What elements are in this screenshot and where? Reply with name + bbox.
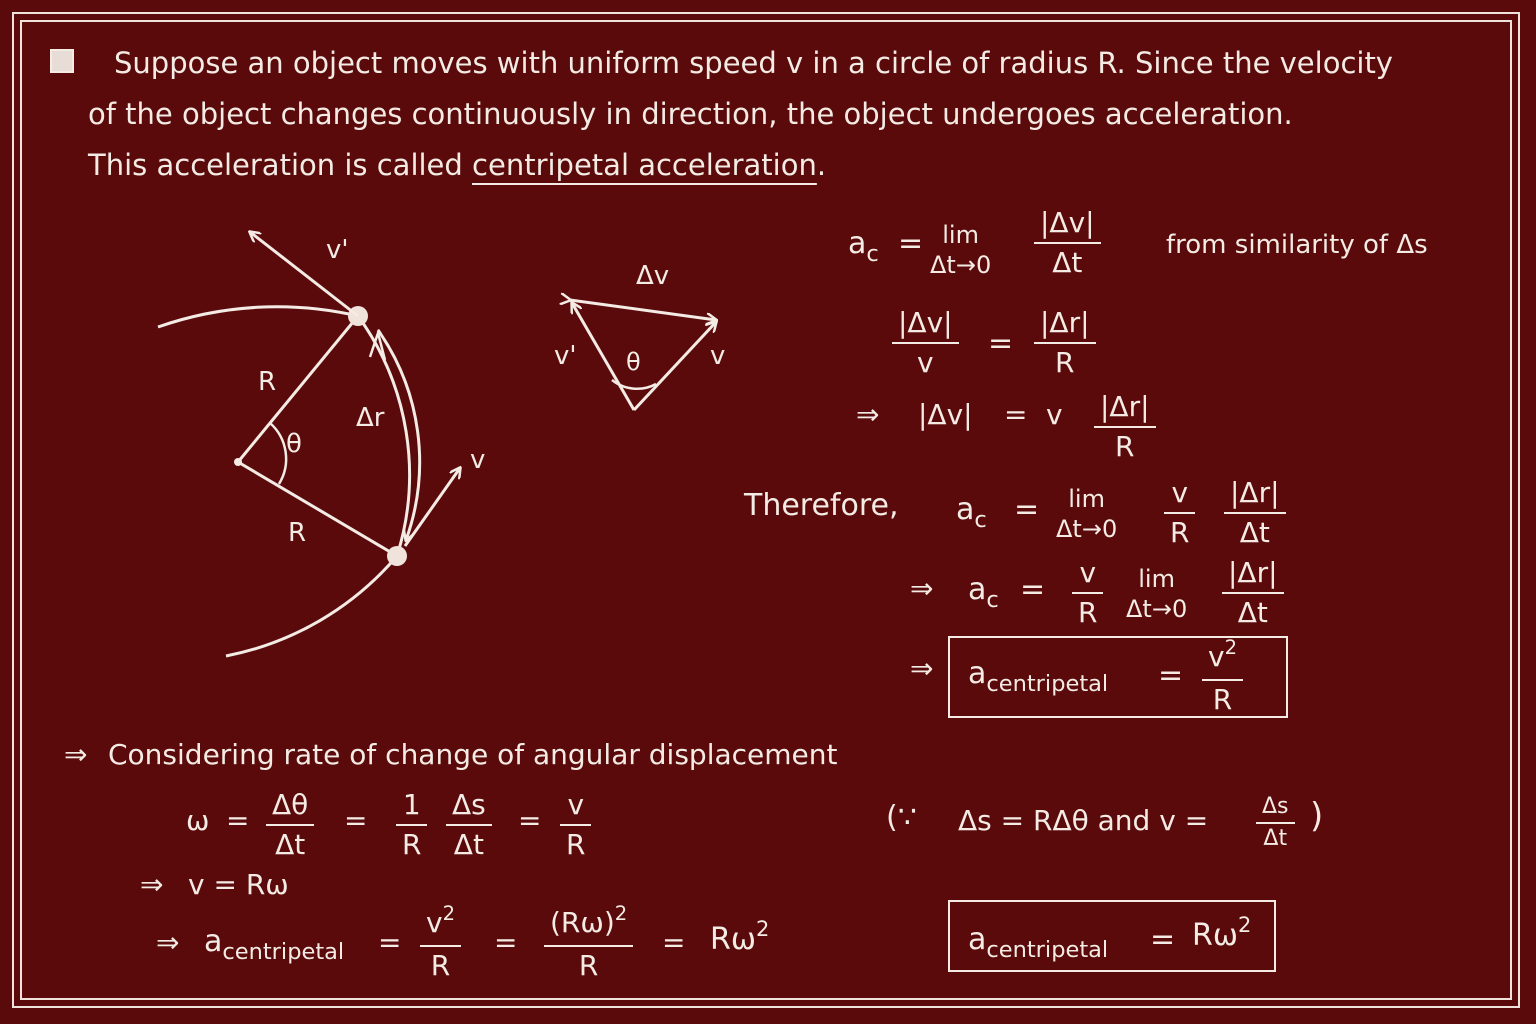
theta-arc (269, 422, 288, 485)
delta-r-arc (376, 329, 422, 540)
acc-equals-1: = (378, 926, 402, 959)
inner-border (20, 20, 1512, 1000)
triangle-v-side (632, 322, 716, 412)
intro-line-1: Suppose an object moves with uniform spe… (114, 46, 1393, 80)
omega-equals-3: = (518, 804, 542, 837)
final-equals: = (1150, 922, 1176, 957)
eq4-equals: = (1014, 492, 1040, 527)
eq2-equals: = (988, 326, 1014, 361)
velocity-vector (403, 468, 460, 547)
eq3-arrow: ⇒ (856, 398, 880, 431)
angular-heading: Considering rate of change of angular di… (108, 738, 838, 771)
acc-arrow: ⇒ (156, 926, 180, 959)
since-note-text: Δs = RΔθ and v = (958, 804, 1209, 837)
label-R-top: R (258, 367, 276, 397)
eq6-arrow: ⇒ (910, 652, 934, 685)
eq1-lhs: ac (848, 226, 879, 267)
eq1-note: from similarity of Δs (1166, 230, 1428, 260)
eq5-lhs: ac (968, 572, 999, 613)
intro-line-3-suffix: . (816, 148, 827, 182)
radius-top (236, 315, 360, 463)
eq5-fraction-dr-over-dt: |Δr|Δt (1222, 556, 1284, 630)
center-point (234, 458, 242, 466)
radius-bottom (237, 460, 398, 558)
final-formula-box (948, 900, 1276, 972)
eq6-equals: = (1158, 658, 1184, 693)
label-theta: θ (286, 429, 302, 459)
final-rhs: Rω2 (1192, 913, 1252, 953)
triangle-label-v-prime: v' (554, 341, 577, 371)
object-point-bottom (387, 546, 407, 566)
therefore-label: Therefore, (744, 488, 899, 523)
since-note-close: ) (1310, 796, 1324, 836)
omega-symbol: ω (186, 804, 210, 837)
eq4-fraction-dr-over-dt: |Δr|Δt (1224, 476, 1286, 550)
intro-line-2: of the object changes continuously in di… (88, 97, 1293, 131)
label-delta-r: Δr (356, 403, 385, 433)
acc-r-omega-squared: Rω2 (710, 917, 770, 957)
triangle-label-v: v (710, 341, 725, 371)
label-R-bottom: R (288, 518, 306, 548)
outer-border (12, 12, 1520, 1008)
triangle-label-theta: θ (626, 348, 641, 376)
centripetal-acceleration-term: centripetal acceleration (472, 148, 817, 182)
eq3-equals: = (1004, 398, 1028, 431)
triangle-label-delta-v: Δv (636, 261, 669, 291)
intro-line-3: This acceleration is called centripetal … (88, 140, 1508, 191)
eq2-left-fraction: |Δv|v (892, 306, 959, 380)
intro-paragraph: Suppose an object moves with uniform spe… (88, 38, 1508, 191)
eq6-lhs: acentripetal (968, 656, 1109, 697)
eq3-v: v (1046, 398, 1063, 431)
centripetal-formula-box (948, 636, 1288, 718)
final-lhs: acentripetal (968, 922, 1109, 963)
eq1-fraction: |Δv|Δt (1034, 206, 1101, 280)
v-rw-arrow: ⇒ (140, 868, 164, 901)
omega-equals-2: = (344, 804, 368, 837)
bullet-square-icon (50, 49, 74, 73)
eq1-equals: = (898, 226, 924, 261)
acc-equals-2: = (494, 926, 518, 959)
triangle-v-prime-side (572, 303, 636, 411)
intro-line-3-prefix: This acceleration is called (88, 148, 473, 182)
label-v: v (470, 445, 485, 475)
circle-arc (157, 305, 412, 658)
eq3-fraction: |Δr|R (1094, 390, 1156, 464)
eq2-right-fraction: |Δr|R (1034, 306, 1096, 380)
eq5-equals: = (1020, 572, 1046, 607)
omega-equals-1: = (226, 804, 250, 837)
eq3-lhs: |Δv| (918, 398, 973, 431)
since-note-open: (∵ (886, 800, 917, 835)
label-v-prime: v' (326, 235, 349, 265)
acc-equals-3: = (662, 926, 686, 959)
eq5-arrow: ⇒ (910, 572, 934, 605)
triangle-delta-v-side (570, 300, 716, 320)
triangle-theta-arc (611, 379, 657, 391)
velocity-prime-vector (250, 232, 359, 318)
angular-heading-arrow: ⇒ (64, 738, 88, 771)
v-equals-r-omega: v = Rω (188, 868, 289, 901)
acc-lhs: acentripetal (204, 924, 345, 965)
eq4-lhs: ac (956, 492, 987, 533)
